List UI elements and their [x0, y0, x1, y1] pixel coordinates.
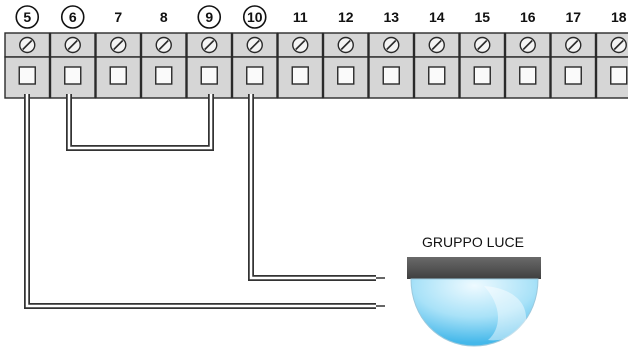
lamp-cap	[407, 257, 541, 279]
wire-slot-16	[519, 66, 537, 85]
terminal-number-6: 6	[69, 9, 77, 25]
wire-slot-17	[564, 66, 582, 85]
lamp-glass	[410, 278, 539, 347]
wire-slot-14	[428, 66, 446, 85]
wire-slot-10	[246, 66, 264, 85]
terminal-number-circle-9	[197, 5, 222, 29]
wire-slot-15	[473, 66, 491, 85]
wire-slot-12	[337, 66, 355, 85]
terminal-number-10: 10	[247, 9, 263, 25]
terminal-numbers: 5 6 7 8 9 10 11 12 13 14 15 16 17 18	[15, 5, 627, 29]
wire-slot-6	[64, 66, 82, 85]
terminal-clamp-cell-14	[413, 56, 460, 99]
terminal-number-circle-10	[242, 5, 267, 29]
terminal-number-15: 15	[474, 9, 490, 25]
jumper-wire-6-9	[66, 94, 214, 151]
lamp-highlight	[484, 286, 527, 341]
lamp-group: GRUPPO LUCE	[407, 234, 541, 347]
wires	[24, 94, 385, 309]
terminal-clamp-cell-16	[504, 56, 551, 99]
terminal-number-12: 12	[338, 9, 354, 25]
terminal-number-9: 9	[205, 9, 213, 25]
terminal-number-circle-5	[15, 5, 40, 29]
terminal-number-14: 14	[429, 9, 445, 25]
terminal-number-13: 13	[383, 9, 399, 25]
wire-slot-11	[291, 66, 309, 85]
terminal-number-circle-6	[60, 5, 85, 29]
wire-slot-8	[155, 66, 173, 85]
wire-slot-7	[109, 66, 127, 85]
terminal-number-16: 16	[520, 9, 536, 25]
wire-slot-5	[18, 66, 36, 85]
wire-slot-13	[382, 66, 400, 85]
terminal-number-11: 11	[293, 9, 308, 25]
wire-slot-18	[610, 66, 628, 85]
terminal-block	[4, 32, 628, 99]
terminal-number-8: 8	[160, 9, 168, 25]
terminal-number-7: 7	[114, 9, 122, 25]
lamp-label: GRUPPO LUCE	[422, 234, 524, 250]
terminal-number-17: 17	[565, 9, 581, 25]
wire-slot-9	[200, 66, 218, 85]
terminal-number-5: 5	[23, 9, 31, 25]
wire-terminal-10-to-lamp	[248, 94, 376, 281]
wire-terminal-5-to-lamp	[24, 94, 376, 309]
terminal-number-18: 18	[611, 9, 627, 25]
